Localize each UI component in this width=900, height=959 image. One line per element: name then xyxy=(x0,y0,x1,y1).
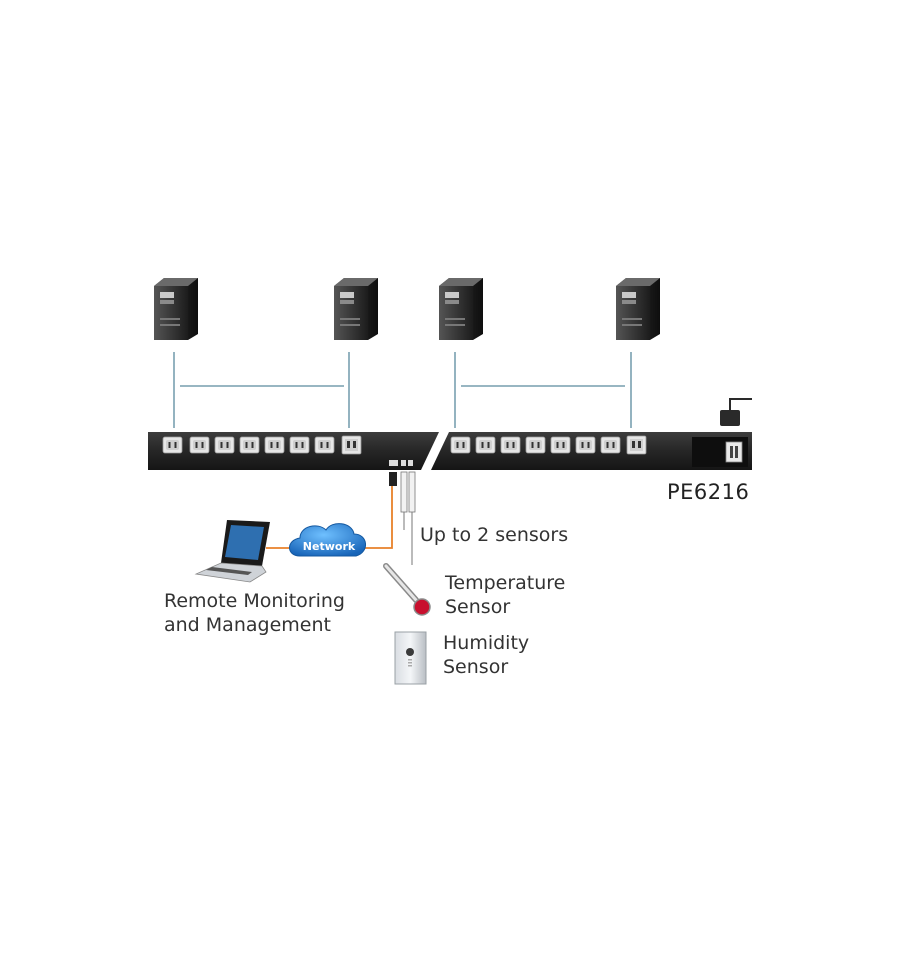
server-tower-icon xyxy=(334,278,378,340)
server-connector-lines xyxy=(173,352,632,428)
remote-monitoring-label: Remote Monitoring xyxy=(164,590,345,612)
power-switch-icon xyxy=(725,441,743,463)
server-tower-icon xyxy=(616,278,660,340)
temperature-sensor-label: Sensor xyxy=(445,596,511,618)
laptop-icon xyxy=(194,520,270,583)
power-plug-icon xyxy=(720,398,752,426)
server-tower-icon xyxy=(154,278,198,340)
temperature-label: Temperature xyxy=(445,572,566,594)
humidity-label: Humidity xyxy=(443,632,530,654)
network-label: Network xyxy=(303,540,356,553)
sensor-port xyxy=(408,460,413,466)
pdu-unit xyxy=(148,432,752,470)
sensor-cables xyxy=(389,471,416,565)
remote-management-label: and Management xyxy=(164,614,331,636)
humidity-sensor-icon xyxy=(394,631,427,685)
server-tower-icon xyxy=(439,278,483,340)
humidity-sensor-label: Sensor xyxy=(443,656,509,678)
network-cable xyxy=(362,486,393,549)
network-cloud-icon: Network xyxy=(289,523,366,557)
thermometer-icon xyxy=(383,563,431,616)
sensors-count-label: Up to 2 sensors xyxy=(420,524,569,546)
sensor-port xyxy=(401,460,406,466)
lan-port xyxy=(389,460,398,466)
pdu-model-label: PE6216 xyxy=(667,480,750,504)
